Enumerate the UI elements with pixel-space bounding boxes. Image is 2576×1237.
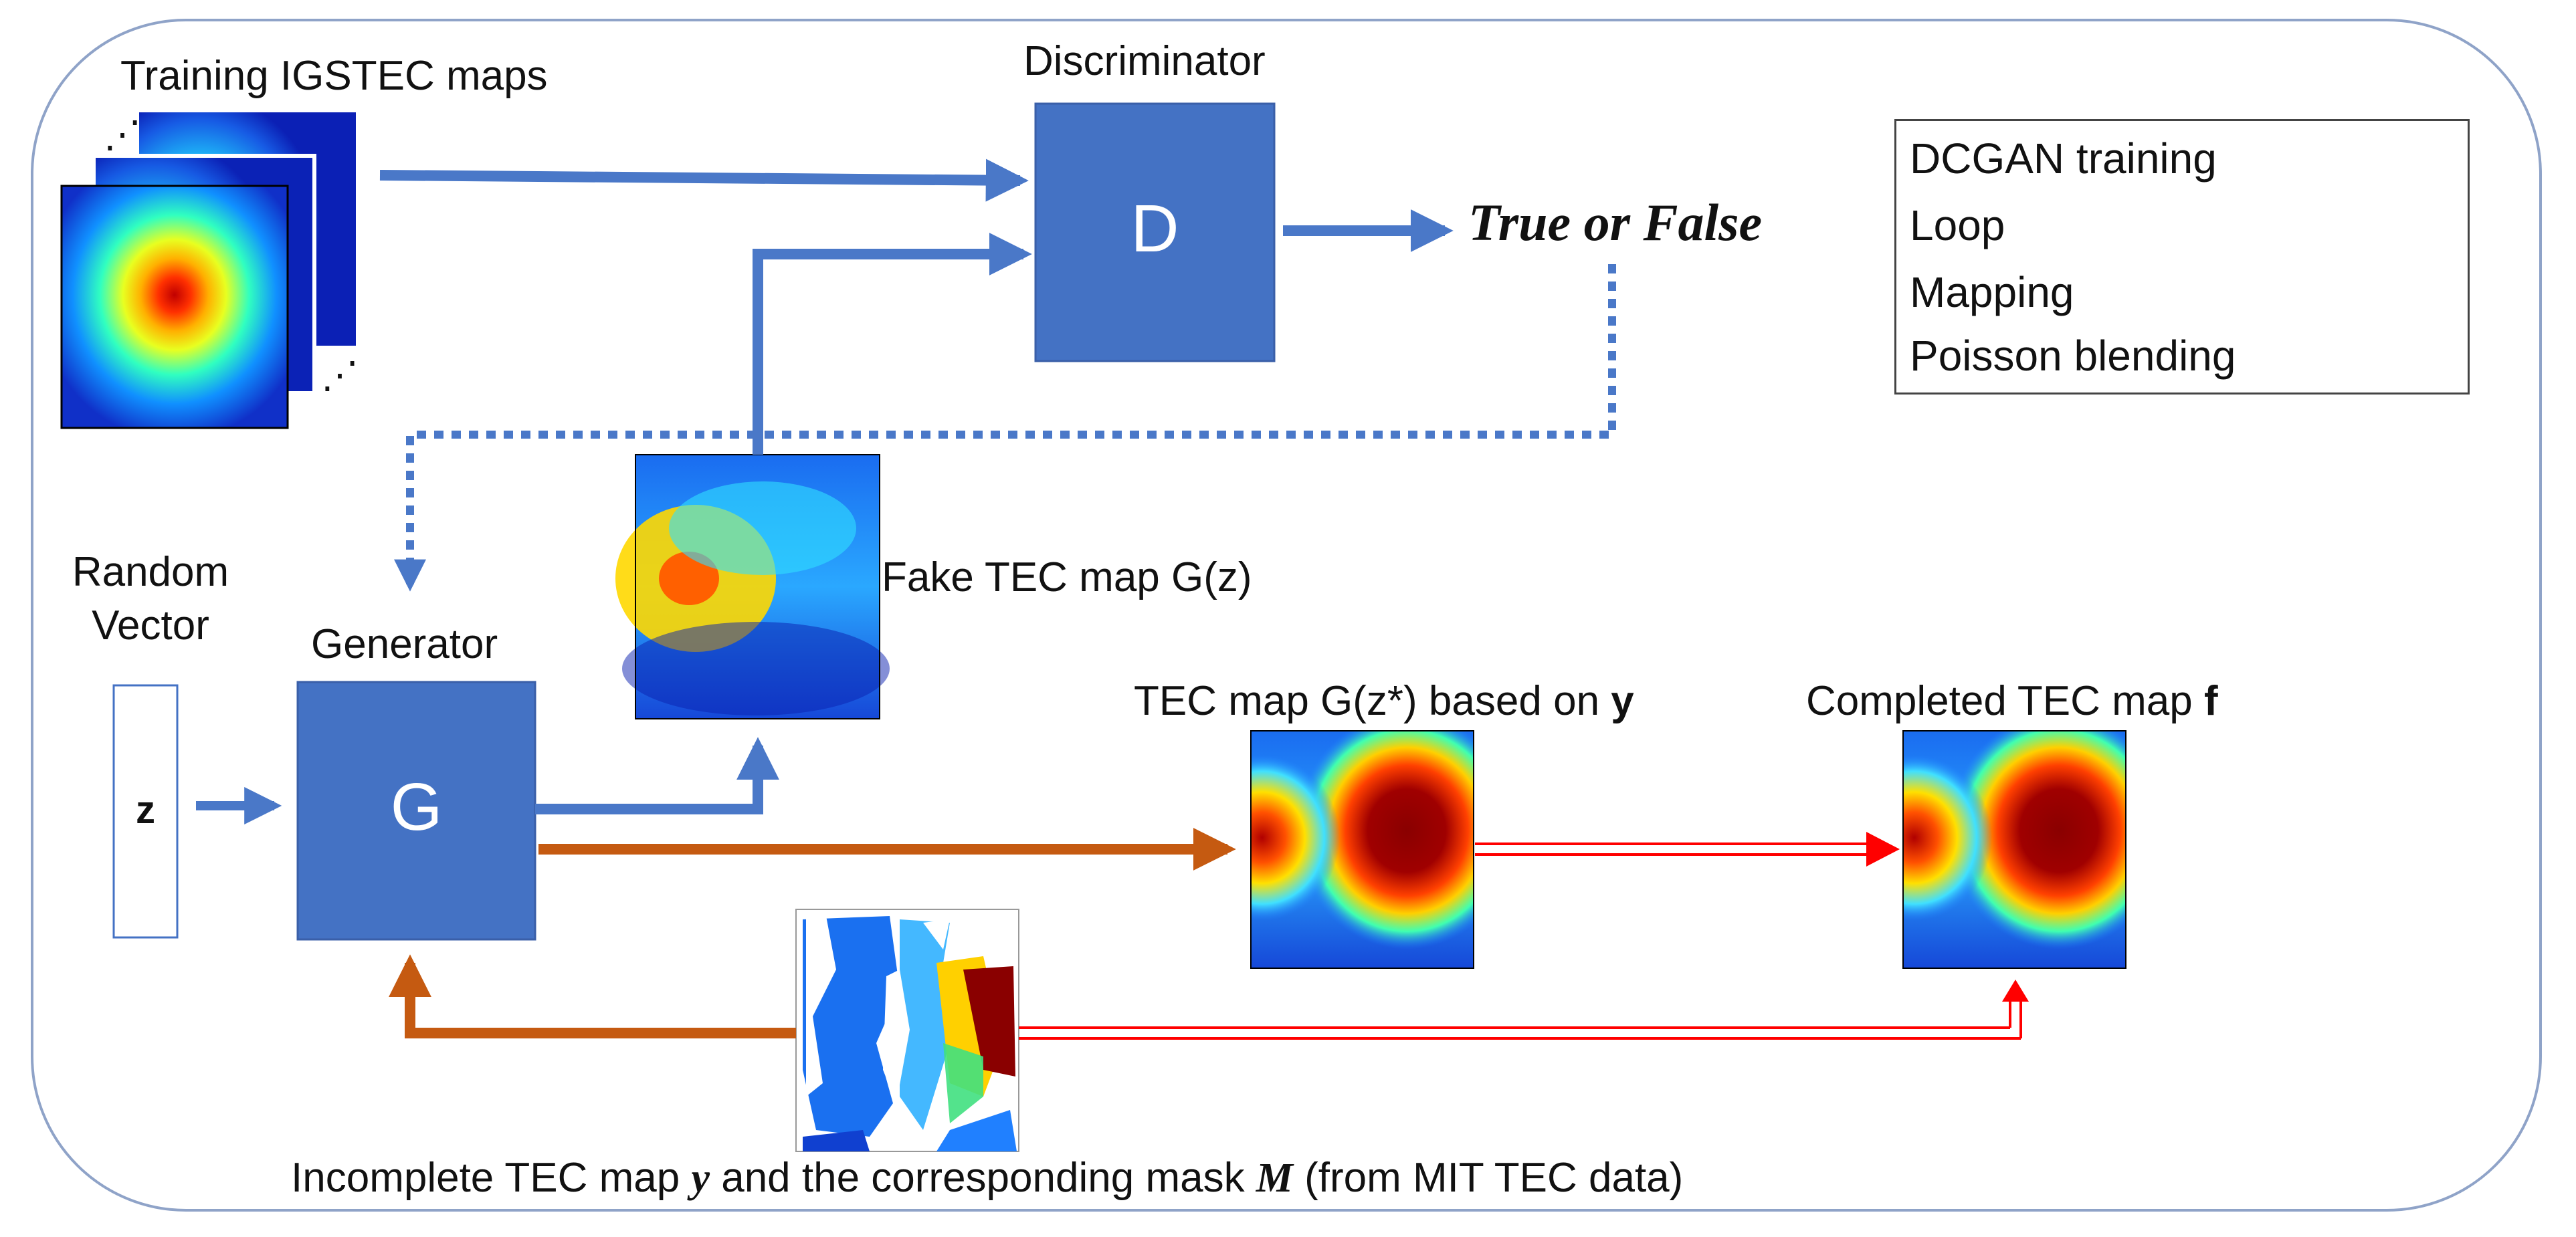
random-vector-label-line1: Random [72,549,229,595]
fake-map-label: Fake TEC map G(z) [882,554,1252,600]
legend-label-mapping: Mapping [1910,268,2074,316]
discriminator-block [1034,102,1276,362]
z-symbol: z [136,788,155,832]
tec-map-based-label: TEC map G(z*) based on y [1134,678,1634,724]
arrow-g-to-fake [535,737,779,814]
ellipsis-top: ⋰ [104,113,141,155]
completed-map-label: Completed TEC map f [1806,678,2218,724]
outer-frame [31,19,2542,1212]
fake-tec-map [615,454,890,719]
generator-symbol: G [390,770,443,845]
arrow-blend-bottom [1019,980,2029,1040]
true-or-false-label: True or False [1468,193,1763,251]
legend-box [1894,119,2470,395]
generator-block [296,681,536,941]
ellipsis-bottom: ⋰ [321,354,359,396]
tec-map-gz-star [1250,730,1474,969]
completed-tec-map [1902,730,2126,969]
legend-label-poisson: Poisson blending [1910,332,2236,380]
discriminator-label: Discriminator [1023,38,1266,84]
random-vector-box [112,684,179,939]
legend-label-loop: Loop [1910,201,2005,249]
arrow-incomplete-to-g [389,954,796,1038]
training-maps-label: Training IGSTEC maps [120,53,548,99]
arrow-blend-top [1475,832,1900,867]
legend-label-dcgan: DCGAN training [1910,134,2217,183]
arrow-fake-to-d [753,233,1032,455]
random-vector-label-line2: Vector [92,602,209,649]
generator-label: Generator [311,621,498,667]
incomplete-tec-map [795,909,1019,1152]
arrow-train-to-d [379,158,1029,202]
training-map-stack [60,108,360,429]
loop-arrow [394,264,1616,592]
incomplete-map-label: Incomplete TEC map y and the correspondi… [291,1155,1684,1201]
discriminator-symbol: D [1130,191,1179,266]
